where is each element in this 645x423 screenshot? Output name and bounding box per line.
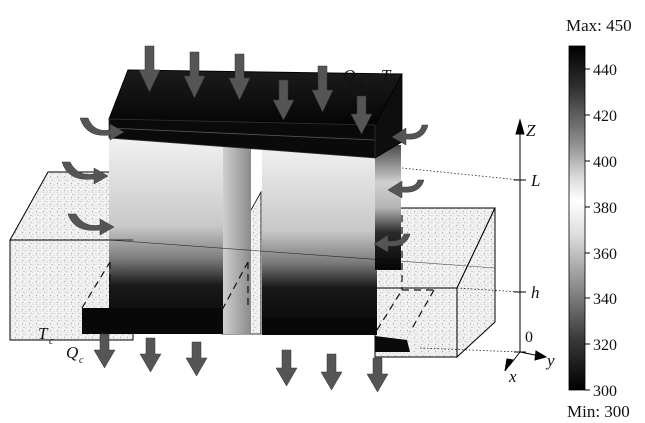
level-L-label: L bbox=[530, 171, 540, 190]
curved-arrow-icon bbox=[61, 161, 109, 185]
diagram-labels: Q h T h T c Q c Z L h 0 y x bbox=[38, 66, 555, 386]
colorbar-tick-label: 420 bbox=[593, 108, 617, 125]
hot-temp-subscript: h bbox=[392, 78, 397, 89]
colorbar-gradient bbox=[568, 45, 586, 391]
x-axis-label: x bbox=[508, 367, 517, 386]
curved-arrow-icon bbox=[79, 117, 125, 141]
colorbar-tick-label: 320 bbox=[593, 337, 617, 354]
axis-system bbox=[504, 118, 548, 372]
cold-electrodes bbox=[82, 308, 410, 352]
arrow-down-icon bbox=[366, 357, 389, 393]
hidden-edges bbox=[81, 215, 435, 333]
y-axis-label: y bbox=[545, 351, 555, 370]
arrow-down-icon bbox=[320, 353, 343, 391]
hot-temp-label: T bbox=[381, 66, 392, 85]
reference-lines bbox=[401, 167, 521, 353]
arrow-down-icon bbox=[275, 349, 298, 387]
cold-temp-label: T bbox=[38, 324, 49, 343]
level-zero-label: 0 bbox=[525, 329, 533, 346]
heat-out-arrows bbox=[93, 333, 389, 393]
colorbar-tick-label: 360 bbox=[593, 246, 617, 263]
arrow-down-icon bbox=[350, 95, 373, 135]
heat-in-subscript: h bbox=[357, 78, 362, 89]
colorbar-tick-label: 380 bbox=[593, 200, 617, 217]
z-axis-label: Z bbox=[526, 121, 536, 140]
colorbar-tick-label: 340 bbox=[593, 291, 617, 308]
curved-arrow-icon bbox=[67, 213, 115, 236]
level-h-label: h bbox=[531, 283, 540, 302]
arrow-down-icon bbox=[311, 65, 334, 113]
arrow-down-icon bbox=[138, 45, 161, 93]
arrow-down-icon bbox=[183, 51, 206, 99]
colorbar-tick-label: 400 bbox=[593, 154, 617, 171]
colorbar-ticks bbox=[585, 68, 590, 391]
colorbar-tick-label: 440 bbox=[593, 62, 617, 79]
arrow-down-icon bbox=[228, 53, 251, 101]
arrow-down-icon bbox=[93, 333, 116, 369]
heat-out-subscript: c bbox=[79, 355, 84, 366]
colorbar-tick-label: 300 bbox=[593, 383, 617, 400]
arrow-down-icon bbox=[185, 341, 208, 377]
colorbar-min-label: Min: 300 bbox=[567, 402, 630, 421]
arrow-down-icon bbox=[139, 337, 162, 373]
hot-top-plate bbox=[108, 69, 403, 159]
heat-in-label: Q bbox=[343, 66, 355, 85]
colorbar-max-label: Max: 450 bbox=[566, 16, 632, 35]
curved-arrow-icon bbox=[387, 179, 425, 199]
cold-temp-subscript: c bbox=[49, 336, 54, 347]
colorbar: Max: 450 440 420 400 380 360 340 320 300… bbox=[566, 16, 632, 421]
curved-arrow-icon bbox=[391, 124, 429, 146]
colorbar-tick-labels: 440 420 400 380 360 340 320 300 bbox=[593, 62, 617, 400]
heat-out-label: Q bbox=[66, 343, 78, 362]
arrow-down-icon bbox=[272, 79, 295, 121]
heat-in-arrows bbox=[61, 45, 429, 253]
right-leg bbox=[262, 145, 401, 335]
curved-arrow-icon bbox=[373, 233, 411, 253]
left-leg bbox=[109, 138, 251, 334]
